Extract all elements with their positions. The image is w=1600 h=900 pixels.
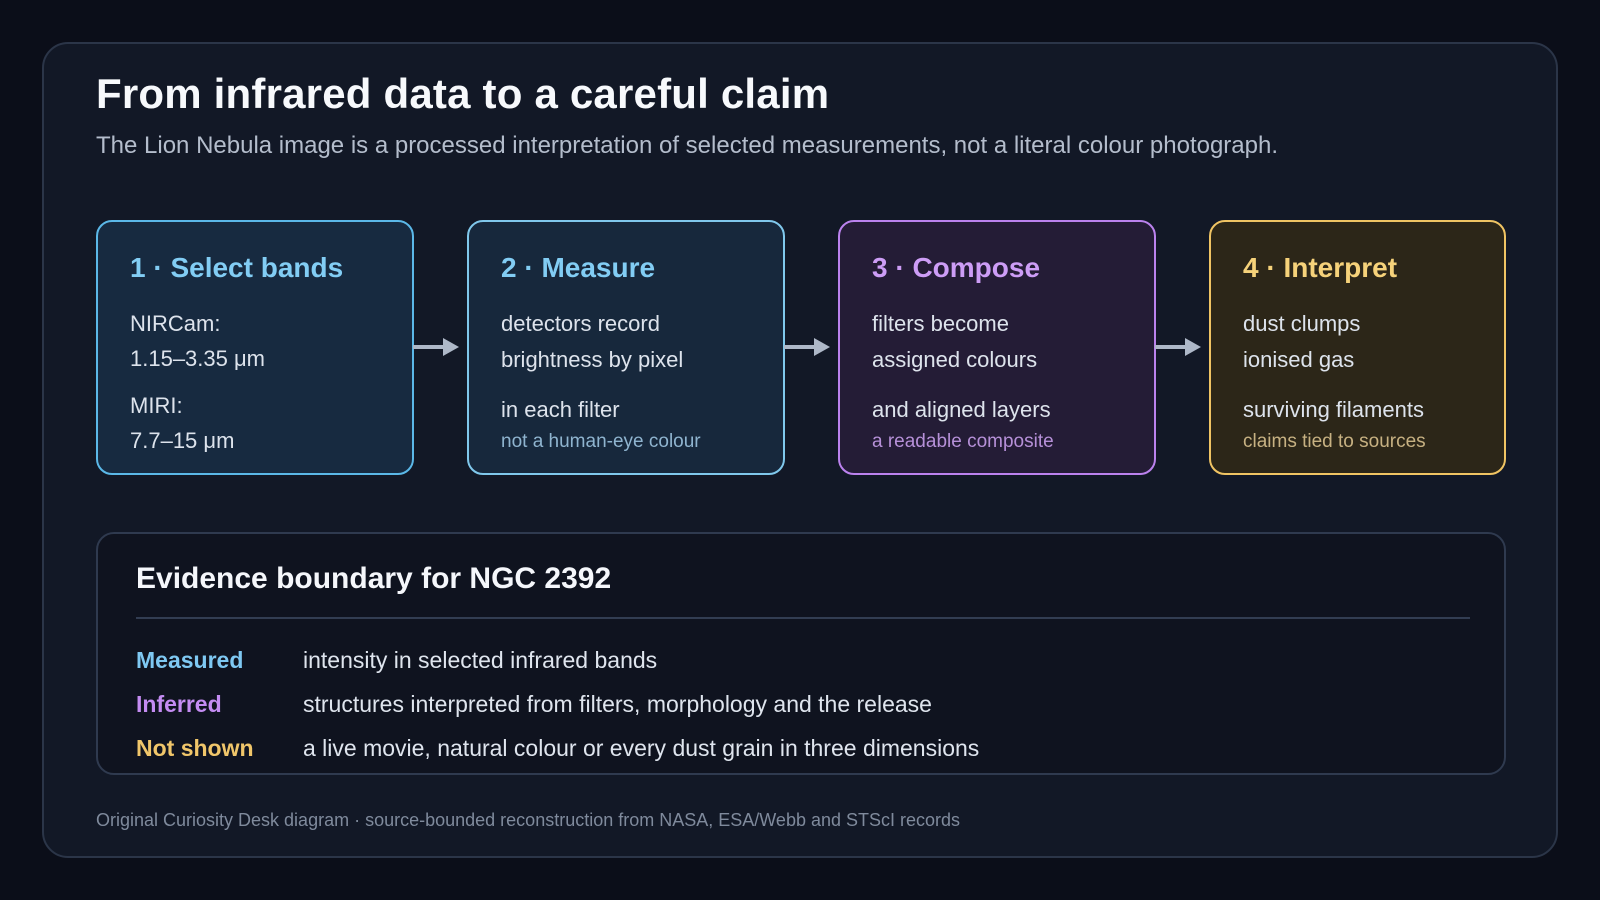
step-compose: 3 · Compose filters become assigned colo… [838,220,1156,475]
step-select-bands: 1 · Select bands NIRCam: 1.15–3.35 μm MI… [96,220,414,475]
step-line: and aligned layers [872,397,1051,422]
step-interpret: 4 · Interpret dust clumps ionised gas su… [1209,220,1506,475]
step-note: a readable composite [872,431,1054,452]
step-line: 1.15–3.35 μm [130,346,265,371]
step-line: brightness by pixel [501,347,684,372]
step-title: 2 · Measure [501,252,656,283]
evidence-text: intensity in selected infrared bands [303,647,658,673]
step-line: filters become [872,311,1009,336]
arrow-right-icon [1155,338,1201,356]
evidence-title: Evidence boundary for NGC 2392 [136,562,612,595]
step-note: not a human-eye colour [501,431,701,452]
evidence-text: a live movie, natural colour or every du… [303,735,980,761]
step-measure: 2 · Measure detectors record brightness … [467,220,785,475]
step-line: detectors record [501,311,660,336]
arrow-right-icon [784,338,830,356]
step-title: 1 · Select bands [130,252,344,283]
step-title: 4 · Interpret [1243,252,1398,283]
arrow-right-icon [413,338,459,356]
step-title: 3 · Compose [872,252,1041,283]
step-line: NIRCam: [130,311,221,336]
evidence-label: Inferred [136,691,222,717]
divider [136,617,1470,619]
evidence-label: Not shown [136,735,254,761]
step-line: 7.7–15 μm [130,428,235,453]
page-title: From infrared data to a careful claim [96,70,830,117]
step-line: dust clumps [1243,311,1361,336]
evidence-label: Measured [136,647,244,673]
step-line: assigned colours [872,347,1038,372]
step-note: claims tied to sources [1243,431,1426,452]
page-subtitle: The Lion Nebula image is a processed int… [96,132,1279,159]
step-line: surviving filaments [1243,397,1424,422]
evidence-text: structures interpreted from filters, mor… [303,691,932,717]
step-line: ionised gas [1243,347,1355,372]
evidence-panel: Evidence boundary for NGC 2392 Measured … [96,532,1506,775]
footer-credit: Original Curiosity Desk diagram · source… [96,810,961,830]
step-line: MIRI: [130,393,183,418]
step-line: in each filter [501,397,620,422]
